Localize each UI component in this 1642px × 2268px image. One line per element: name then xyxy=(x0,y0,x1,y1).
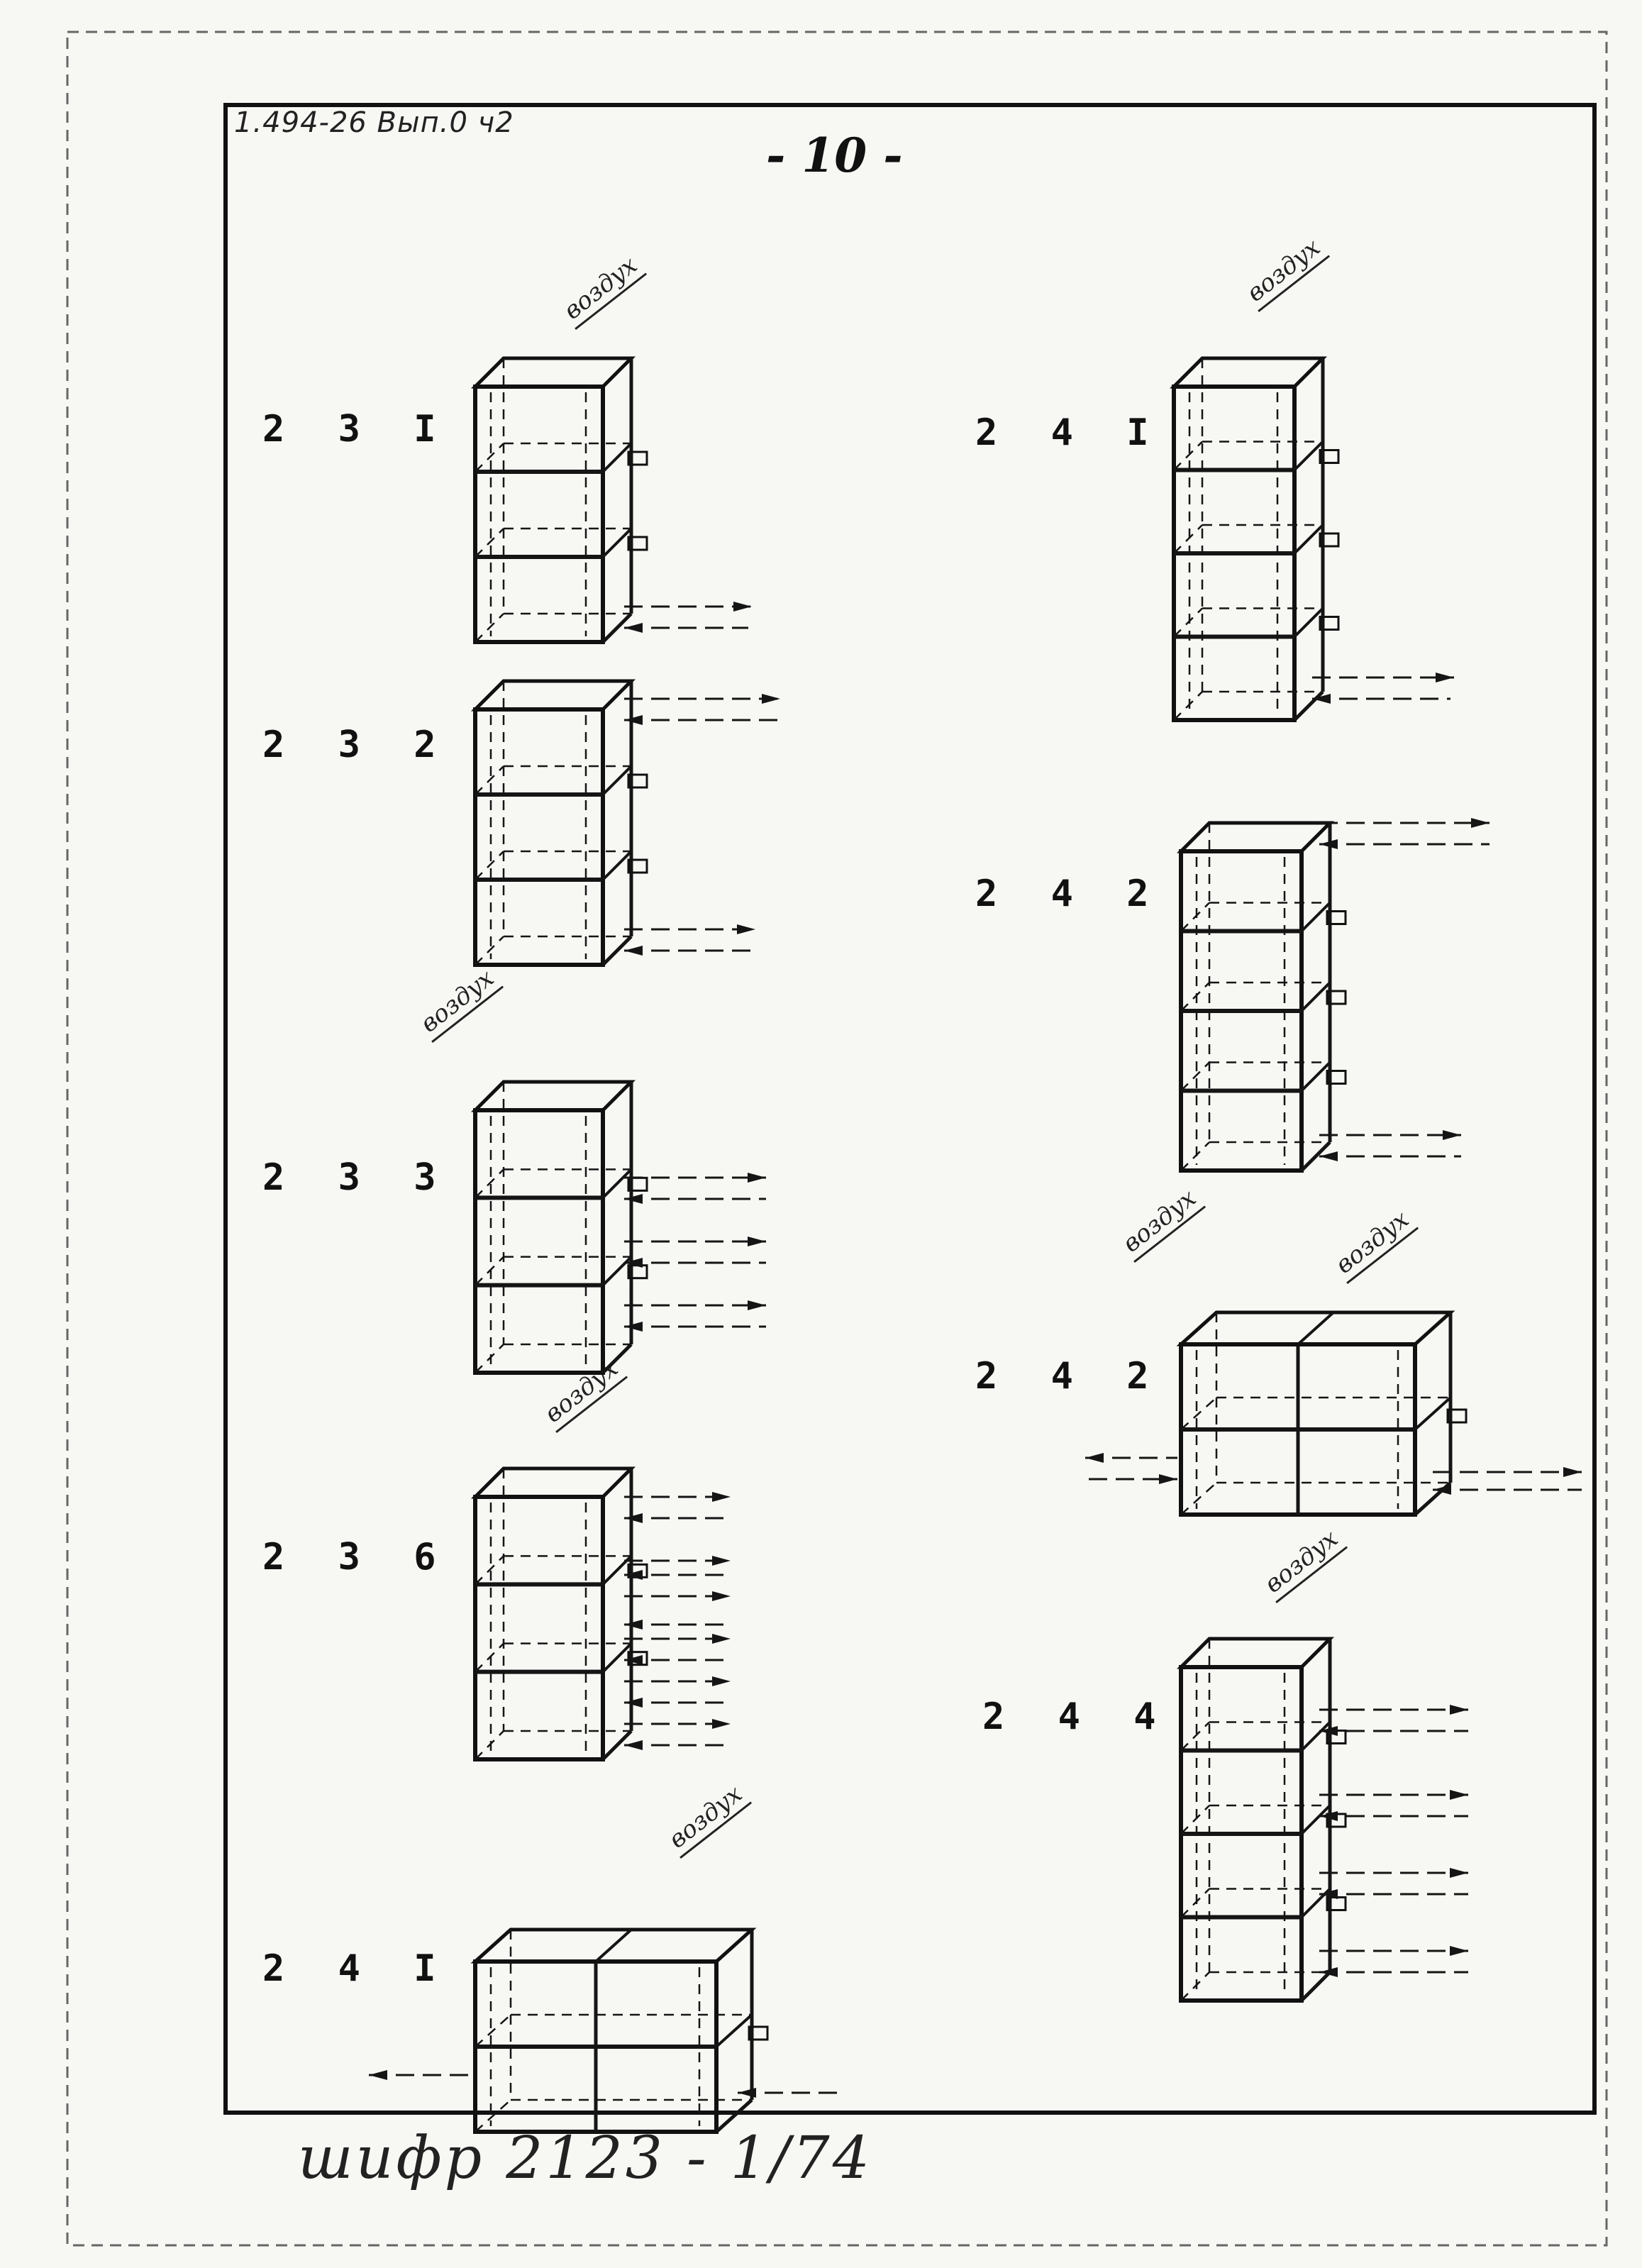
unit-231-drawing xyxy=(470,356,752,644)
unit-label-231: 2 3 I xyxy=(262,408,452,450)
unit-241-right-drawing xyxy=(1169,356,1454,722)
unit-label-236: 2 3 6 xyxy=(262,1536,452,1578)
outer-dashed-border xyxy=(66,31,1608,2247)
unit-label-244: 2 4 4 xyxy=(982,1696,1172,1738)
unit-236-drawing xyxy=(470,1466,731,1761)
unit-label-241-left: 2 4 I xyxy=(262,1947,452,1990)
inner-frame xyxy=(223,103,1597,2115)
footer-code: шифр 2123 - 1/74 xyxy=(298,2125,872,2192)
unit-241-left-drawing xyxy=(369,1927,844,2134)
document-reference: 1.494-26 Вып.0 ч2 xyxy=(234,106,514,139)
unit-232-drawing xyxy=(470,679,780,967)
unit-233-drawing xyxy=(470,1080,766,1375)
unit-242-lower-drawing xyxy=(1085,1310,1582,1517)
unit-label-241-right: 2 4 I xyxy=(975,411,1165,454)
unit-242-upper-drawing xyxy=(1176,818,1490,1173)
unit-label-242-lower: 2 4 2 xyxy=(975,1355,1165,1398)
unit-label-242-upper: 2 4 2 xyxy=(975,873,1165,915)
unit-label-232: 2 3 2 xyxy=(262,724,452,766)
page-number: - 10 - xyxy=(766,128,903,183)
unit-label-233: 2 3 3 xyxy=(262,1156,452,1199)
unit-244-drawing xyxy=(1176,1637,1468,2003)
